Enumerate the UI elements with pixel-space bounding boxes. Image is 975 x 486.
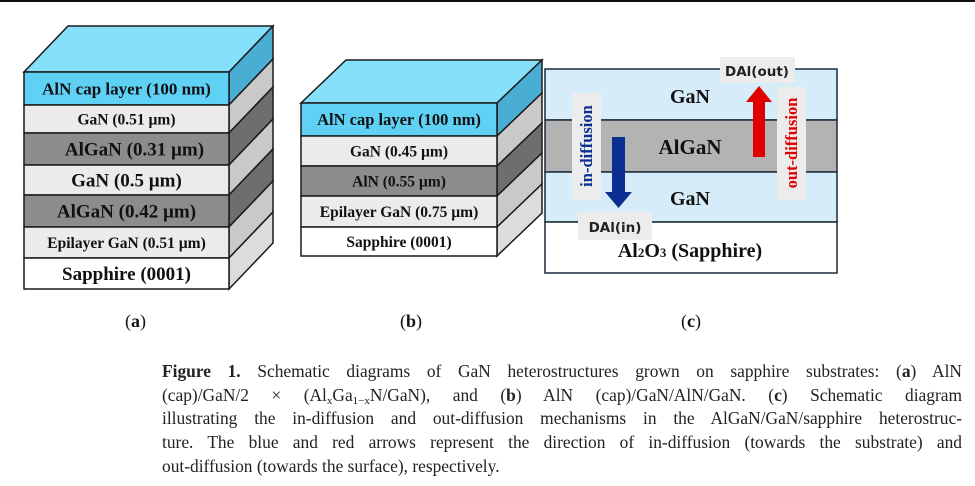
layer-front-face bbox=[300, 165, 498, 197]
layer-algan-label: AlGaN bbox=[659, 135, 722, 159]
panel-b-layer-stack: AlN cap layer (100 nm) GaN (0.45 µm) AlN (… bbox=[299, 58, 544, 258]
out-diffusion-tag-bg bbox=[777, 87, 806, 200]
layer-front-face bbox=[23, 194, 230, 228]
caption-line-4: ture. The blue and red arrows represent … bbox=[162, 432, 962, 453]
panel-c-label: (c) bbox=[681, 311, 701, 331]
panel-a-layer-stack: AlN cap layer (100 nm) GaN (0.51 µm) AlGaN… bbox=[22, 24, 275, 291]
layer-gan-bottom-label: GaN bbox=[670, 188, 711, 210]
panel-c-diffusion-diagram: GaN AlGaN GaN Al2O3 (Sapphire) in-diffus… bbox=[544, 57, 838, 274]
layer-label: Sapphire (0001) bbox=[346, 234, 451, 251]
page-top-rule bbox=[0, 0, 975, 2]
layer-front-face bbox=[300, 195, 498, 228]
out-diffusion-label: out-diffusion bbox=[782, 98, 801, 189]
layer-label: AlGaN (0.42 µm) bbox=[57, 201, 196, 222]
figure-number: Figure 1. bbox=[162, 361, 241, 381]
layer-front-face bbox=[23, 71, 230, 106]
layer-label: Sapphire (0001) bbox=[62, 264, 191, 285]
layer-label: AlN cap layer (100 nm) bbox=[317, 110, 481, 129]
layer-label: AlGaN (0.31 µm) bbox=[65, 139, 204, 160]
caption-line-1: Figure 1. Schematic diagrams of GaN hete… bbox=[162, 361, 962, 381]
figure-caption: Figure 1. Schematic diagrams of GaN hete… bbox=[162, 360, 962, 479]
layer-front-face bbox=[300, 226, 498, 257]
layer-front-face bbox=[300, 135, 498, 167]
dal-in-tag-bg bbox=[578, 212, 652, 240]
layer-gan-top-label: GaN bbox=[670, 86, 711, 108]
layer-label: AlN cap layer (100 nm) bbox=[42, 79, 211, 98]
caption-line-2: (cap)/GaN/2 × (AlxGa1−xN/GaN), and (b) A… bbox=[162, 384, 962, 407]
layer-front-face bbox=[23, 104, 230, 134]
layer-front-face bbox=[23, 164, 230, 196]
caption-line-5: out-diffusion (towards the surface), res… bbox=[162, 455, 500, 476]
layer-label: AlN (0.55 µm) bbox=[352, 173, 446, 190]
layer-label: GaN (0.5 µm) bbox=[71, 170, 182, 191]
out-diffusion-arrow-up bbox=[746, 86, 772, 157]
caption-line-3: illustrating the in-diffusion and out-di… bbox=[162, 408, 962, 429]
figure-schematics: AlN cap layer (100 nm) GaN (0.51 µm) AlGaN… bbox=[22, 24, 838, 291]
in-diffusion-tag-bg bbox=[572, 93, 601, 200]
dal-out-tag-bg bbox=[720, 57, 795, 83]
dal-in-label: DAl(in) bbox=[589, 220, 642, 236]
layer-label: GaN (0.51 µm) bbox=[77, 111, 175, 128]
layer-label: Epilayer GaN (0.51 µm) bbox=[47, 235, 205, 252]
layer-front-face bbox=[23, 257, 230, 290]
in-diffusion-arrow-down bbox=[605, 137, 632, 208]
layer-label: GaN (0.45 µm) bbox=[350, 143, 448, 160]
layer-label: Epilayer GaN (0.75 µm) bbox=[320, 204, 478, 221]
layer-sapphire-label: Al2O3 (Sapphire) bbox=[618, 240, 762, 262]
dal-out-label: DAl(out) bbox=[725, 64, 789, 80]
panel-a-label: (a) bbox=[125, 311, 146, 331]
panel-b-label: (b) bbox=[400, 311, 423, 331]
in-diffusion-label: in-diffusion bbox=[577, 105, 596, 187]
